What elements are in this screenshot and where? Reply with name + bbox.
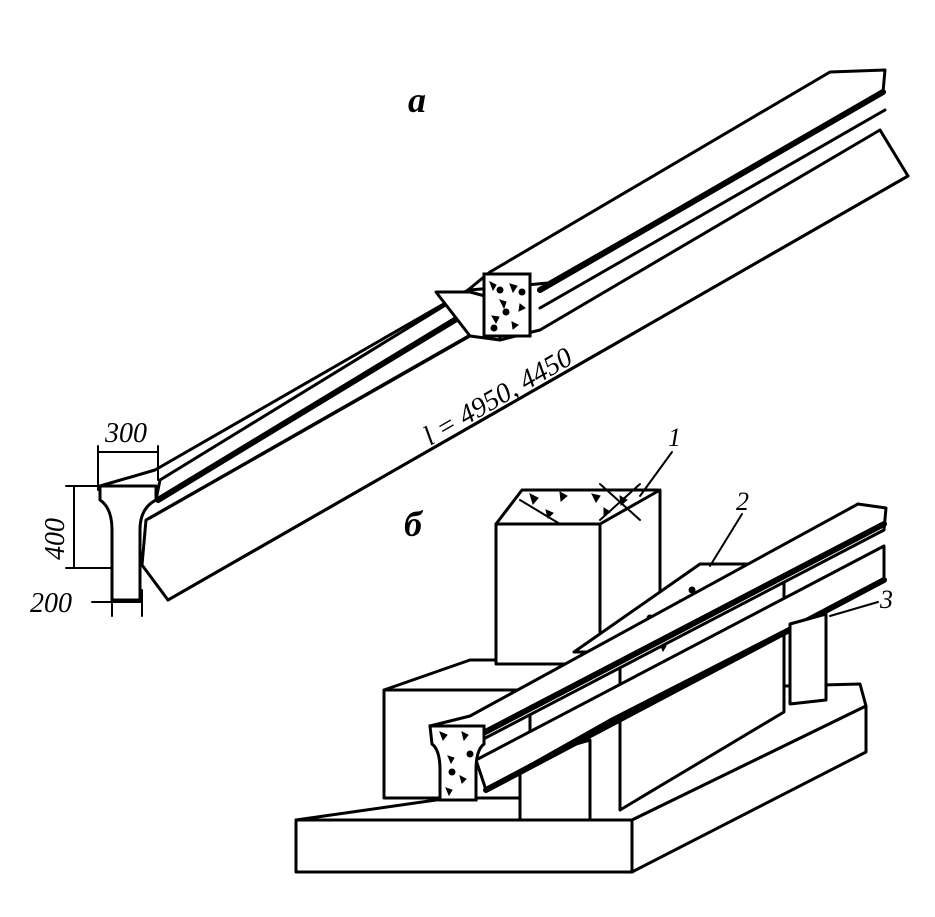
beam-a-end-section bbox=[98, 484, 158, 602]
dimension-width-top: 300 bbox=[97, 418, 159, 491]
beam-view-a: 300 400 200 l = 4950, 4450 а bbox=[30, 68, 910, 619]
beam-a-web-top-edge bbox=[148, 334, 472, 520]
dimension-width-top-label: 300 bbox=[104, 418, 147, 449]
beam-b-end-section bbox=[428, 724, 486, 802]
callout-2: 2 bbox=[709, 487, 749, 567]
callout-1: 1 bbox=[639, 423, 681, 497]
beam-a-flange-edge-right bbox=[537, 89, 886, 293]
beam-a-joint-concrete bbox=[482, 272, 532, 338]
support-block-right bbox=[788, 612, 828, 706]
beam-b-flange-edge bbox=[467, 521, 887, 743]
callout-3: 3 bbox=[829, 585, 893, 617]
foundation-slab-front bbox=[294, 818, 634, 874]
dimension-width-bottom: 200 bbox=[30, 588, 143, 619]
dimension-height-label: 400 bbox=[40, 518, 71, 560]
foundation-slab-side bbox=[630, 704, 868, 874]
view-b-label: б bbox=[404, 504, 424, 544]
dimension-width-bottom-label: 200 bbox=[30, 588, 72, 619]
callout-3-label: 3 bbox=[879, 585, 893, 614]
view-a-label: а bbox=[408, 80, 426, 120]
callout-1-label: 1 bbox=[668, 423, 681, 452]
column-head-concrete bbox=[519, 483, 641, 525]
dimension-height: 400 bbox=[40, 485, 113, 569]
callout-2-label: 2 bbox=[736, 487, 749, 516]
assembly-view-b: 1 2 3 б bbox=[294, 423, 893, 874]
beam-a-web-top-edge-right bbox=[538, 108, 887, 310]
